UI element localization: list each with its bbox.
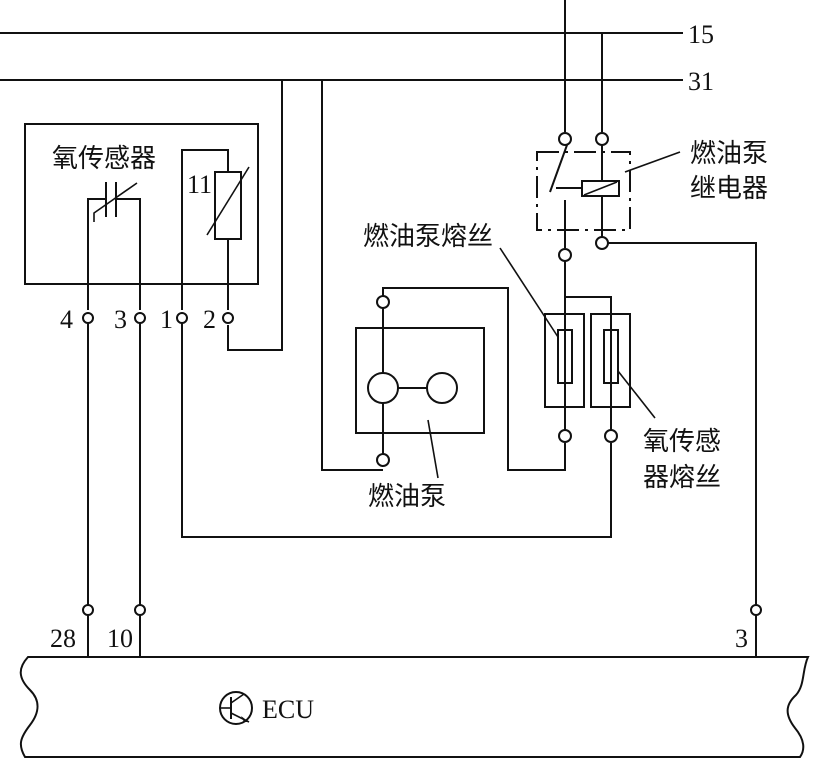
ground-wire-pump [321, 80, 383, 471]
oxygen-sensor-fuse-icon [603, 329, 619, 384]
heater-supply-wire [181, 323, 612, 538]
ground-wire-sensor [227, 80, 283, 351]
oxygen-sensor-fuse-terminal [604, 429, 618, 443]
relay-terminal-87 [558, 248, 572, 262]
bus-label-31: 31 [688, 67, 714, 96]
heater-resistor-icon [181, 149, 250, 310]
sensor-pin-3-terminal [134, 312, 146, 324]
fuel-pump-fuse-icon [557, 329, 573, 384]
sensor-pin-3-label: 3 [114, 305, 127, 334]
oxygen-sensor-label: 氧传感器 [52, 144, 156, 174]
sensing-element-icon [87, 182, 141, 310]
fuel-pump-fuse-label: 燃油泵熔丝 [363, 222, 493, 252]
pump-impeller-icon [426, 372, 458, 404]
fuel-pump-housing [355, 327, 485, 434]
oxygen-sensor-housing [24, 123, 259, 285]
sensor-pin-1-terminal [176, 312, 188, 324]
relay-switch-contact [549, 144, 568, 193]
bus-line-15: 15 [0, 20, 714, 49]
sensor-pin-4-terminal [82, 312, 94, 324]
ecu-pin-28-label: 28 [50, 624, 76, 653]
oxygen-sensor-pins: 4 3 1 2 [60, 305, 234, 334]
fuel-pump-label: 燃油泵 [368, 482, 446, 512]
oxygen-sensor-fuse-label-line1: 氧传感 [643, 427, 721, 457]
fuel-pump-terminal-top [376, 295, 390, 309]
pump-motor-icon [367, 372, 399, 404]
oxygen-sensor-fuse-holder [590, 313, 631, 408]
fuel-pump: 燃油泵 [355, 287, 566, 512]
ecu-pin-3-terminal [750, 604, 762, 616]
sensor-pin-4-label: 4 [60, 305, 73, 334]
relay-housing [536, 151, 631, 231]
oxygen-sensor: 氧传感器 11 [24, 123, 259, 310]
ecu: ECU [19, 656, 810, 758]
relay-terminal-86 [595, 132, 609, 146]
fuel-pump-relay: 燃油泵 继电器 [536, 132, 768, 262]
sensor-pin-2-label: 2 [203, 305, 216, 334]
bus-label-15: 15 [688, 20, 714, 49]
fuel-pump-fuse-leader [499, 247, 559, 338]
fuel-pump-terminal-bottom [376, 453, 390, 467]
heater-label: 11 [187, 170, 212, 199]
sensor-pin-2-terminal [222, 312, 234, 324]
oxygen-sensor-fuse-label-line2: 器熔丝 [643, 463, 721, 493]
ecu-pin-28-terminal [82, 604, 94, 616]
relay-terminal-30 [558, 132, 572, 146]
fuel-pump-fuse-holder [544, 313, 585, 408]
relay-label-line1: 燃油泵 [690, 139, 768, 169]
relay-leader-line [624, 151, 681, 173]
ecu-pins: 28 10 3 [50, 604, 762, 657]
ecu-housing [19, 656, 810, 758]
sensor-pin-1-label: 1 [160, 305, 173, 334]
transistor-icon [219, 691, 253, 725]
fuse-block [544, 261, 631, 443]
ecu-label: ECU [262, 695, 314, 724]
ecu-pin-3-label: 3 [735, 624, 748, 653]
fuel-pump-fuse-terminal [558, 429, 572, 443]
bus-line-31: 31 [0, 67, 714, 96]
oxygen-sensor-fuse-leader [617, 370, 656, 419]
ecu-pin-10-terminal [134, 604, 146, 616]
relay-control-wire [608, 242, 757, 605]
ecu-pin-10-label: 10 [107, 624, 133, 653]
relay-coil-icon [581, 180, 620, 197]
relay-label-line2: 继电器 [690, 174, 768, 204]
relay-terminal-85 [595, 236, 609, 250]
